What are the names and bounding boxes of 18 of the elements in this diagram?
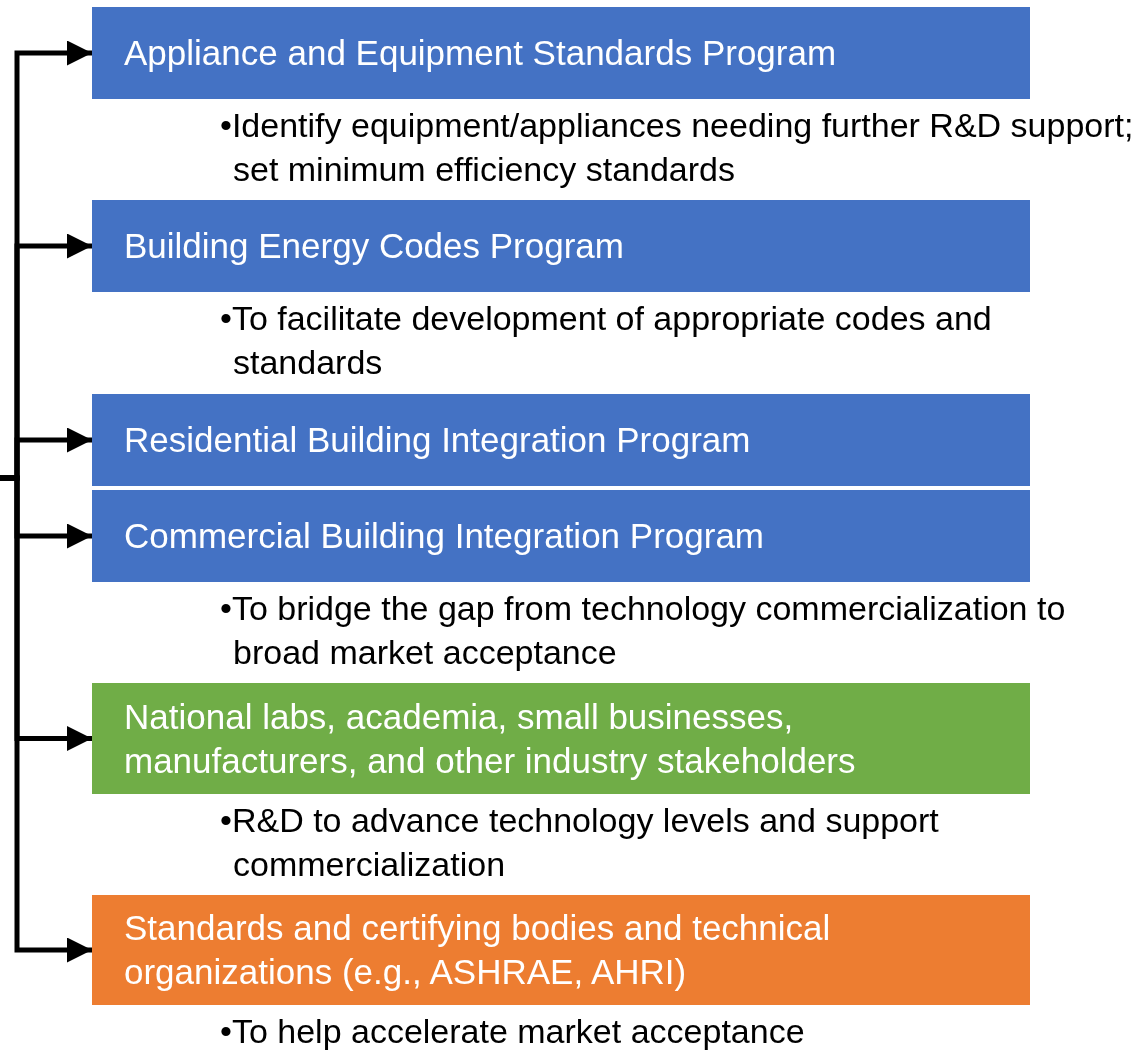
program-box bbox=[92, 7, 1030, 99]
arrow bbox=[0, 475, 92, 963]
bullet-text: •To help accelerate market acceptance bbox=[220, 1011, 806, 1050]
program-name: Residential Building Integration Program bbox=[124, 419, 751, 461]
program-box bbox=[92, 394, 1030, 486]
program-name: National labs, academia, small businesses, manufacturers, and other industry stakeholders bbox=[124, 695, 857, 782]
program-name: Building Energy Codes Program bbox=[124, 225, 624, 267]
program-box bbox=[92, 200, 1030, 292]
program-name: Commercial Building Integration Program bbox=[124, 515, 764, 557]
bullet-text: •To bridge the gap from technology commercialization to broad market acceptance bbox=[220, 588, 1067, 673]
program-name: Appliance and Equipment Standards Program bbox=[124, 32, 837, 74]
bullet-text: •Identify equipment/appliances needing further R&D support; set minimum efficiency standards bbox=[220, 105, 1134, 190]
bullet-text: •To facilitate development of appropriate codes and standards bbox=[220, 298, 993, 383]
program-box bbox=[92, 683, 1030, 794]
bullet-text: •R&D to advance technology levels and support commercialization bbox=[220, 800, 940, 885]
program-box bbox=[92, 490, 1030, 582]
program-name: Standards and certifying bodies and technical organizations (e.g., ASHRAE, AHRI) bbox=[124, 907, 832, 993]
program-box bbox=[92, 895, 1030, 1005]
